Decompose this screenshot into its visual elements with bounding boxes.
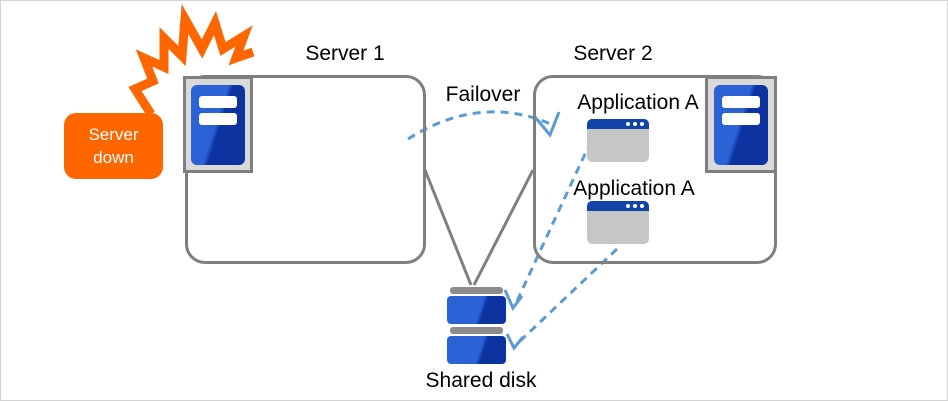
server-down-callout: Server down	[64, 113, 163, 179]
window-dot-icon	[633, 204, 637, 208]
server-slot	[722, 112, 760, 125]
failover-arrow	[407, 110, 554, 141]
window-dot-icon	[640, 122, 644, 126]
app2-disk-arrowhead-icon	[505, 333, 525, 351]
server-icon	[183, 76, 253, 173]
app-window-titlebar	[587, 201, 649, 211]
application2-label: Application A	[573, 177, 695, 200]
server-slot	[199, 95, 237, 108]
application1-label: Application A	[577, 91, 699, 114]
window-dot-icon	[626, 204, 630, 208]
disk-cap	[450, 327, 503, 334]
disk-platter	[447, 296, 506, 324]
server-slot	[199, 112, 237, 125]
app-window-titlebar	[587, 119, 649, 129]
disk-cap	[450, 287, 503, 294]
app1-disk-arrow	[515, 140, 593, 302]
server2-label: Server 2	[573, 42, 653, 65]
app1-disk-arrowhead-icon	[503, 289, 524, 311]
server-tower-icon	[191, 84, 245, 165]
server1-disk-line	[423, 169, 473, 286]
window-dot-icon	[626, 122, 630, 126]
server-slot	[722, 95, 760, 108]
window-dot-icon	[633, 122, 637, 126]
failover-label: Failover	[445, 83, 521, 106]
failover-arrowhead-icon	[533, 111, 561, 138]
server-tower-icon	[714, 84, 768, 165]
server-down-text: Server down	[88, 125, 139, 167]
disk-platter	[447, 336, 506, 364]
server1-label: Server 1	[305, 42, 385, 65]
shared-disk-icon	[447, 287, 506, 364]
app2-disk-arrow	[516, 247, 619, 345]
server2-disk-line	[472, 169, 535, 286]
server-icon	[705, 76, 777, 173]
shared-disk-label: Shared disk	[425, 369, 537, 392]
app-window-icon	[587, 119, 649, 162]
window-dot-icon	[640, 204, 644, 208]
explosion-icon	[128, 4, 255, 117]
app-window-icon	[587, 201, 649, 244]
